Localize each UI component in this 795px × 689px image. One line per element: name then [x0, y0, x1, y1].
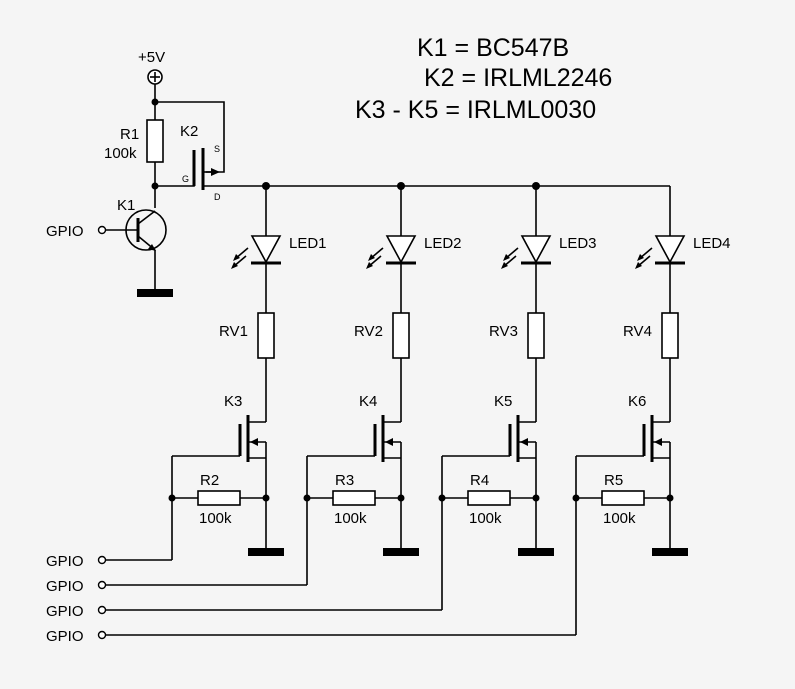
transistor-k1: K1 GPIO — [46, 197, 173, 297]
note-k1: K1 = BC547B — [417, 34, 569, 62]
r3-name: R3 — [335, 472, 354, 489]
k4-label: K4 — [359, 393, 377, 410]
rv2-label: RV2 — [354, 323, 383, 340]
k2-pin-d: D — [214, 192, 221, 202]
rv1-label: RV1 — [219, 323, 248, 340]
channel-1: LED1 RV1 K3 R2 100k GPIO — [46, 182, 327, 570]
gpio-4-label: GPIO — [46, 628, 84, 645]
channel-3: LED3 RV3 K5 R4 100k GPIO — [46, 182, 597, 620]
r1-name: R1 — [120, 126, 139, 143]
led1-label: LED1 — [289, 235, 327, 252]
r2-name: R2 — [200, 472, 219, 489]
r4-value: 100k — [469, 510, 502, 527]
led4-label: LED4 — [693, 235, 731, 252]
mosfet-k2: K2 S G D — [180, 123, 266, 202]
rv4-label: RV4 — [623, 323, 652, 340]
channel-2: LED2 RV2 K4 R3 100k GPIO — [46, 182, 462, 595]
gpio-1-label: GPIO — [46, 553, 84, 570]
k6-label: K6 — [628, 393, 646, 410]
led3-label: LED3 — [559, 235, 597, 252]
k5-label: K5 — [494, 393, 512, 410]
r1-value: 100k — [104, 145, 137, 162]
note-k3-k5: K3 - K5 = IRLML0030 — [355, 96, 596, 124]
r5-name: R5 — [604, 472, 623, 489]
rv3-label: RV3 — [489, 323, 518, 340]
note-k2: K2 = IRLML2246 — [424, 64, 612, 92]
k1-gpio-label: GPIO — [46, 223, 84, 240]
led2-label: LED2 — [424, 235, 462, 252]
k2-name: K2 — [180, 123, 198, 140]
channel-4: LED4 RV4 K6 R5 100k GPIO — [46, 186, 731, 645]
r3-value: 100k — [334, 510, 367, 527]
k2-pin-g: G — [182, 174, 189, 184]
gpio-3-label: GPIO — [46, 603, 84, 620]
gpio-2-label: GPIO — [46, 578, 84, 595]
k2-pin-s: S — [214, 144, 220, 154]
supply-label: +5V — [138, 49, 165, 66]
k3-label: K3 — [224, 393, 242, 410]
r4-name: R4 — [470, 472, 489, 489]
r2-value: 100k — [199, 510, 232, 527]
k1-name: K1 — [117, 197, 135, 214]
r5-value: 100k — [603, 510, 636, 527]
